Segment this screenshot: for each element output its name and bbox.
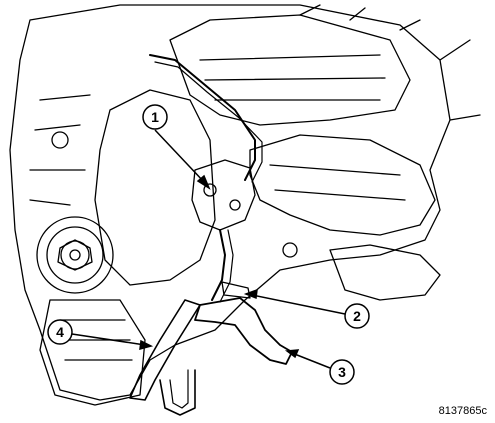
leader-line-2 [251, 294, 346, 315]
arrowhead-4 [139, 339, 154, 351]
hose-clamp [221, 281, 251, 299]
timing-cover [94, 89, 216, 286]
oil-pan [39, 299, 146, 406]
lower-tube [211, 229, 226, 301]
hose-item-3 [194, 297, 293, 365]
callout-label-1: 1 [151, 109, 159, 125]
callout-circle-3 [329, 359, 355, 385]
coolant-housing [191, 159, 256, 231]
bypass-tube [159, 369, 196, 416]
arrowhead-3 [284, 349, 300, 359]
valve-cover [169, 14, 411, 126]
callout-label-4: 4 [56, 324, 64, 340]
pipe-item-4 [129, 299, 201, 401]
leader-line-1 [154, 129, 206, 184]
intake-manifold [249, 134, 436, 236]
arrowhead-2 [243, 288, 258, 300]
callout-circle-1 [142, 104, 168, 130]
exhaust-manifold [329, 244, 441, 301]
leader-line-3 [291, 352, 331, 369]
crankshaft-pulley [36, 216, 114, 294]
figure-reference-code: 8137865c [438, 405, 487, 417]
callout-label-2: 2 [353, 308, 361, 324]
leader-line-4 [71, 333, 146, 346]
engine-block-outline [9, 4, 451, 401]
callout-label-3: 3 [338, 364, 346, 380]
arrowhead-1 [196, 174, 211, 190]
callout-circle-2 [344, 303, 370, 329]
callout-circle-4 [47, 319, 73, 345]
coolant-tube [149, 54, 256, 181]
